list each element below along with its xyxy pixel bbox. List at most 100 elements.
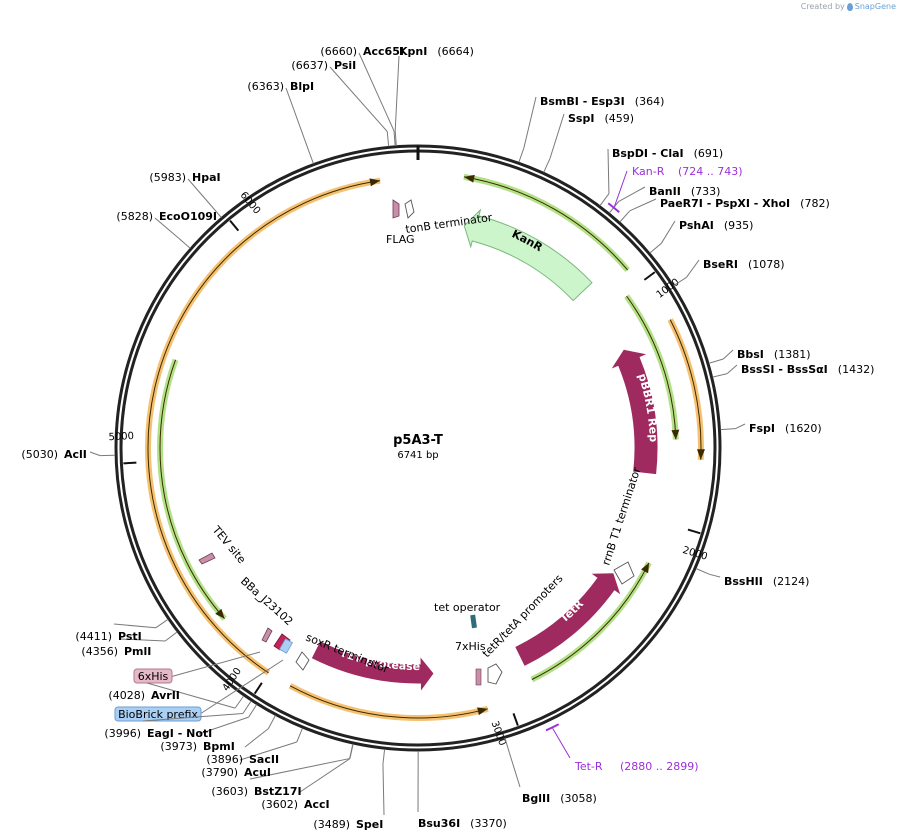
primer-kan-r[interactable]: Kan-R(724 .. 743): [607, 165, 743, 213]
site-acli[interactable]: AclI(5030): [21, 448, 116, 461]
feature-tetr-teta-promoters[interactable]: [487, 663, 503, 685]
plasmid-backbone-outer: [114, 144, 722, 752]
site-position: (3973): [160, 740, 197, 753]
plasmid-length: 6741 bp: [397, 450, 438, 461]
site-name: Acc65I: [363, 45, 404, 58]
site-position: (3489): [313, 818, 350, 831]
site-sacii[interactable]: SacII (3896): [206, 715, 279, 766]
site-bstz17i[interactable]: BstZ17I (3603): [211, 743, 354, 798]
site-bsshii[interactable]: BssHII(2124): [695, 568, 809, 588]
scale-tick-1000: 1000: [643, 271, 682, 301]
site-bspdi-clai[interactable]: BspDI - ClaI (691): [599, 147, 724, 207]
site-bpmi[interactable]: BpmI (3973): [160, 704, 258, 753]
feature-tonb-terminator[interactable]: [404, 199, 415, 219]
site-position: (782): [800, 197, 830, 210]
site-avrii[interactable]: AvrII (4028): [108, 682, 245, 709]
site-name: SpeI: [356, 818, 383, 831]
feature-7xhis[interactable]: [475, 668, 482, 686]
orf-kanr-arc: [463, 173, 630, 272]
boxed-label-biobrick-prefix[interactable]: BioBrick prefix: [114, 659, 284, 722]
snapgene-logo-icon: [846, 2, 853, 11]
site-pshai[interactable]: PshAI(935): [649, 219, 754, 254]
site-name: EagI - NotI: [147, 727, 212, 740]
site-name: BstZ17I: [254, 785, 302, 798]
site-name: BbsI: [737, 348, 764, 361]
site-paer7i-pspxi-xhoi[interactable]: PaeR7I - PspXI - XhoI(782): [619, 197, 830, 223]
feature-tet-operator[interactable]: [470, 614, 477, 629]
site-name: KpnI: [399, 45, 427, 58]
site-acui[interactable]: AcuI(3790): [201, 727, 303, 779]
site-name: Bsu36I: [418, 817, 460, 830]
site-psii[interactable]: PsiI(6637): [291, 59, 390, 147]
site-position: (1432): [838, 363, 875, 376]
feature-tetr[interactable]: TetR: [515, 573, 621, 666]
site-position: (733): [691, 185, 721, 198]
scale-tick-5000: 5000: [108, 431, 137, 465]
feature-bba-j23102[interactable]: [273, 633, 294, 654]
feature-pbbr1-rep[interactable]: pBBR1 Rep: [611, 349, 660, 475]
site-position: (4028): [108, 689, 145, 702]
site-sspi[interactable]: SspI(459): [543, 112, 634, 173]
scale-tick-6000: 6000: [229, 190, 262, 232]
site-fspi[interactable]: FspI(1620): [720, 422, 822, 435]
restriction-site-layer: KpnI(6664)Acc65I(6660)PsiI(6637)BlpI(636…: [21, 45, 874, 831]
site-position: (6363): [247, 80, 284, 93]
site-name: BpmI: [203, 740, 235, 753]
feature-tev-site[interactable]: [198, 552, 273, 643]
site-bsmbi-esp3i[interactable]: BsmBI - Esp3I(364): [518, 95, 665, 163]
site-name: HpaI: [192, 171, 221, 184]
small-feature-label-7xhis: 7xHis: [455, 640, 486, 653]
site-name: EcoO109I: [159, 210, 217, 223]
site-position: (3602): [261, 798, 298, 811]
site-pmli[interactable]: PmlI(4356): [81, 631, 178, 658]
site-bsu36i[interactable]: Bsu36I(3370): [417, 750, 507, 830]
site-name: SacII: [249, 753, 279, 766]
boxed-label-6xhis[interactable]: 6xHis: [133, 651, 261, 684]
site-ecoo109i[interactable]: EcoO109I (5828): [116, 210, 217, 249]
site-name: BspDI - ClaI: [612, 147, 684, 160]
site-name: AclI: [64, 448, 87, 461]
site-position: (1381): [774, 348, 811, 361]
orf-big-left-arc: [145, 177, 381, 676]
site-banii[interactable]: BanII (733): [608, 185, 721, 214]
feature-soxr-terminator[interactable]: [295, 651, 310, 671]
site-position: (5828): [116, 210, 153, 223]
site-psti[interactable]: PstI(4411): [75, 618, 169, 643]
site-bglii[interactable]: BglII (3058): [504, 738, 597, 805]
site-bsssi-bsss-i[interactable]: BssSI - BssSαI(1432): [712, 363, 875, 378]
site-hpai[interactable]: HpaI (5983): [149, 171, 222, 218]
site-spei[interactable]: SpeI (3489): [313, 749, 386, 831]
site-name: AccI: [304, 798, 330, 811]
site-position: (691): [694, 147, 724, 160]
site-acc65i[interactable]: Acc65I(6660): [320, 45, 404, 146]
site-name: BanII: [649, 185, 681, 198]
site-name: BsmBI - Esp3I: [540, 95, 625, 108]
feature-rrnb-t1-terminator[interactable]: [613, 561, 635, 585]
plasmid-backbone-inner: [119, 149, 717, 747]
site-name: AvrII: [151, 689, 180, 702]
credit-brand: SnapGene: [854, 2, 896, 11]
site-position: (3603): [211, 785, 248, 798]
feature-flag[interactable]: [392, 199, 400, 219]
site-position: (935): [724, 219, 754, 232]
site-position: (1620): [785, 422, 822, 435]
site-kpni[interactable]: KpnI(6664): [394, 45, 474, 146]
site-position: (5983): [149, 171, 186, 184]
site-position: (3790): [201, 766, 238, 779]
site-blpi[interactable]: BlpI(6363): [247, 80, 314, 164]
credit-prefix: Created by: [800, 2, 845, 11]
primer-name: Tet-R: [574, 760, 603, 773]
site-bbsi[interactable]: BbsI (1381): [708, 348, 811, 364]
primer-range: (724 .. 743): [678, 165, 743, 178]
site-position: (3058): [560, 792, 597, 805]
site-position: (3896): [206, 753, 243, 766]
small-feature-label-bba-j23102: BBa_J23102: [238, 575, 295, 629]
site-name: BglII: [522, 792, 550, 805]
site-bseri[interactable]: BseRI(1078): [673, 258, 785, 286]
site-eagi-noti[interactable]: EagI - NotI(3996): [104, 700, 252, 740]
primer-tet-r[interactable]: Tet-R(2880 .. 2899): [545, 723, 699, 773]
boxed-label-text: 6xHis: [138, 670, 169, 683]
site-name: PstI: [118, 630, 142, 643]
site-position: (6637): [291, 59, 328, 72]
